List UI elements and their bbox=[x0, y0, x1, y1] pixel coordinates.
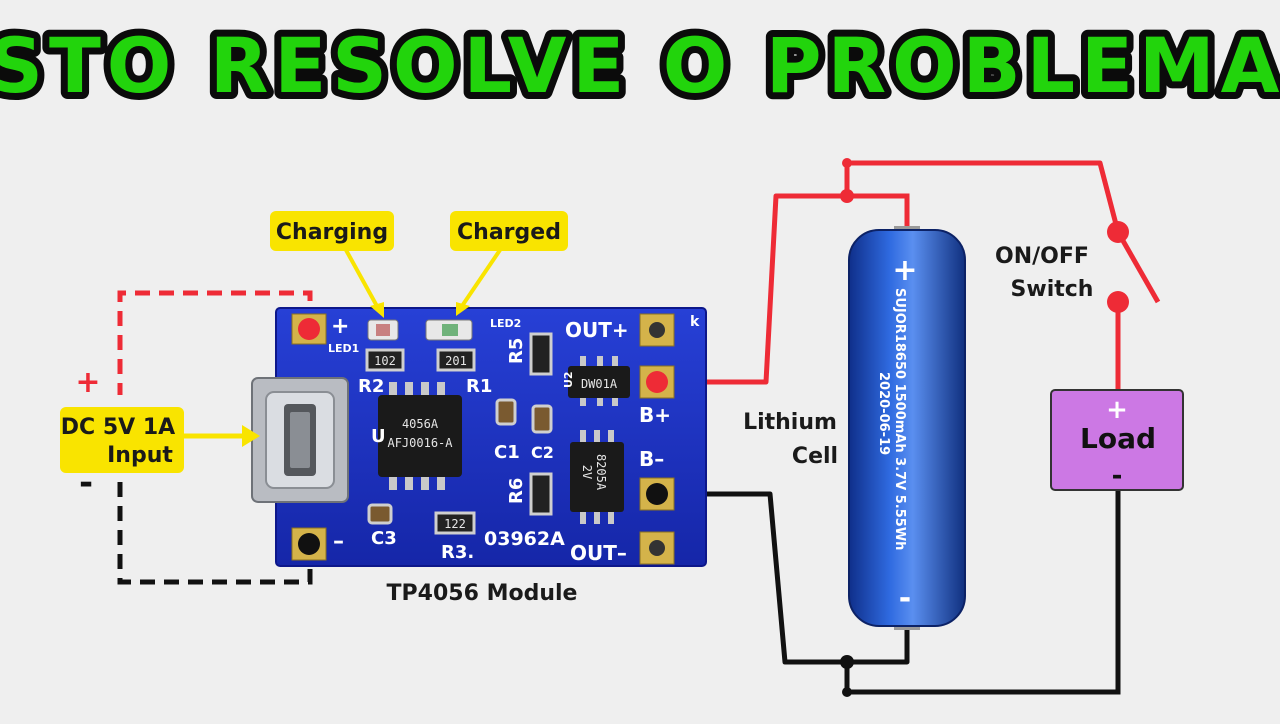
pcb-b-plus-label: B+ bbox=[639, 403, 671, 427]
resistor-r3 bbox=[434, 511, 476, 535]
load-label: Load bbox=[1080, 422, 1156, 455]
chip-main-mark2: AFJ0016-A bbox=[387, 436, 453, 450]
charged-callout-label: Charged bbox=[457, 220, 561, 245]
switch-label-line1: ON/OFF bbox=[995, 244, 1089, 269]
pcb-b-minus-label: B– bbox=[639, 447, 664, 471]
load-minus-sign: - bbox=[1112, 461, 1123, 491]
input-plus-hole bbox=[298, 318, 320, 340]
pcb-u1-label: U bbox=[371, 426, 386, 447]
pcb-r5-label: R5 bbox=[506, 338, 527, 364]
fet-chip-8205a: 8205A 2V bbox=[570, 430, 624, 524]
charging-arrow-head bbox=[370, 302, 384, 318]
b-plus-hole bbox=[646, 371, 668, 393]
junction-negative-bottom bbox=[842, 687, 852, 697]
pcb-board-code: 03962A bbox=[484, 528, 565, 550]
load-plus-sign: + bbox=[1106, 395, 1128, 425]
pcb-led1-label: LED1 bbox=[328, 342, 359, 355]
charged-arrow-line bbox=[460, 248, 502, 308]
charged-arrow-head bbox=[456, 302, 470, 316]
tp4056-board: 102 201 122 4056A AFJ0016-A DW01A bbox=[251, 307, 707, 567]
switch-contact-bottom bbox=[1107, 291, 1129, 313]
page-title: ISTO RESOLVE O PROBLEMA! bbox=[0, 21, 1280, 110]
switch-lever bbox=[1115, 230, 1161, 304]
switch-contact-top bbox=[1107, 221, 1129, 243]
input-callout-line1: DC 5V 1A bbox=[61, 415, 175, 440]
pcb-plus-label: + bbox=[331, 314, 349, 339]
out-plus-hole bbox=[649, 322, 665, 338]
pcb-led2-label: LED2 bbox=[490, 317, 521, 330]
chip-prot-mark: DW01A bbox=[581, 377, 618, 391]
input-negative-wire bbox=[117, 470, 313, 585]
pcb-r2-label: R2 bbox=[358, 376, 384, 397]
junction-positive-top bbox=[842, 158, 852, 168]
cell-print-line2: 2020-06-19 bbox=[876, 372, 891, 455]
module-label: TP4056 Module bbox=[387, 581, 578, 606]
cell-print-line1: SUJOR18650 1500mAh 3.7V 5.55Wh bbox=[892, 288, 907, 550]
charging-arrow-line bbox=[344, 249, 380, 309]
input-minus-hole bbox=[298, 533, 320, 555]
pcb-r6-label: R6 bbox=[506, 478, 527, 504]
pcb-r1-label: R1 bbox=[466, 376, 492, 397]
cell-label-line2: Cell bbox=[792, 444, 838, 469]
cell-minus-mark: - bbox=[899, 581, 911, 616]
pcb-minus-label: – bbox=[333, 529, 344, 554]
load-box: + Load - bbox=[1050, 389, 1184, 491]
out-minus-hole bbox=[649, 540, 665, 556]
chip-main-mark1: 4056A bbox=[402, 417, 439, 431]
charging-callout: Charging bbox=[270, 211, 394, 251]
b-minus-hole bbox=[646, 483, 668, 505]
input-plus-sign: + bbox=[75, 365, 100, 400]
dw01a-chip: DW01A bbox=[568, 356, 630, 406]
micro-usb-connector bbox=[251, 377, 349, 503]
pcb-out-minus-label: OUT– bbox=[570, 541, 627, 565]
r3-code: 122 bbox=[444, 517, 466, 531]
battery-negative-wire bbox=[658, 491, 910, 665]
input-positive-wire bbox=[117, 290, 313, 395]
resistor-r6 bbox=[529, 472, 553, 516]
junction-positive bbox=[840, 189, 854, 203]
capacitor-c2 bbox=[531, 404, 553, 434]
charging-callout-label: Charging bbox=[276, 220, 388, 245]
junction-negative bbox=[840, 655, 854, 669]
pcb-out-plus-label: OUT+ bbox=[565, 318, 629, 342]
input-callout: DC 5V 1A Input bbox=[60, 407, 184, 473]
input-arrow-head bbox=[242, 425, 260, 447]
pcb-k-label: k bbox=[690, 314, 700, 330]
r2-code: 102 bbox=[374, 354, 396, 368]
cell-plus-mark: + bbox=[892, 253, 917, 288]
pcb-c1-label: C1 bbox=[494, 442, 520, 463]
tp4056-chip: 4056A AFJ0016-A bbox=[378, 382, 462, 490]
charged-callout: Charged bbox=[450, 211, 568, 251]
capacitor-c1 bbox=[495, 398, 517, 426]
r1-code: 201 bbox=[445, 354, 467, 368]
capacitor-c3 bbox=[367, 503, 393, 525]
input-minus-sign: - bbox=[79, 463, 93, 503]
cell-label-line1: Lithium bbox=[743, 410, 837, 435]
chip-fet-mark2: 2V bbox=[580, 465, 594, 479]
load-negative-wire bbox=[844, 490, 1121, 695]
pcb-c3-label: C3 bbox=[371, 528, 397, 549]
input-callout-line2: Input bbox=[107, 443, 173, 468]
pcb-c2-label: C2 bbox=[531, 443, 554, 462]
resistor-r2 bbox=[365, 348, 405, 372]
lithium-cell: + - SUJOR18650 1500mAh 3.7V 5.55Wh 2020-… bbox=[848, 226, 966, 630]
pcb-u2-label: U2 bbox=[562, 371, 575, 388]
pcb-r3-label: R3. bbox=[441, 542, 474, 563]
resistor-r5 bbox=[529, 332, 553, 376]
switch-label-line2: Switch bbox=[1011, 277, 1094, 302]
cell-positive-lead bbox=[847, 193, 910, 230]
resistor-r1 bbox=[436, 348, 476, 372]
chip-fet-mark1: 8205A bbox=[594, 454, 608, 491]
